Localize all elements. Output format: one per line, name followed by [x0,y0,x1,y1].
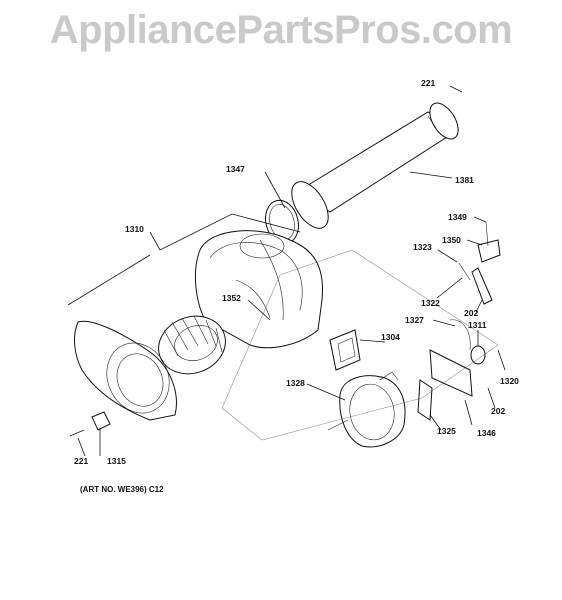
blower-cover[interactable] [74,320,181,423]
part-callouts: 221 1381 1347 1310 1349 1350 1323 1352 1… [74,78,519,466]
motor-platform-outline [221,249,499,441]
motor-pad[interactable] [329,329,361,371]
idler-pulley[interactable] [449,319,486,365]
callout-1310[interactable]: 1310 [125,224,144,234]
callout-1346[interactable]: 1346 [477,428,496,438]
callout-1315[interactable]: 1315 [107,456,126,466]
callout-1352[interactable]: 1352 [222,293,241,303]
blower-housing[interactable] [195,230,324,349]
callout-1304[interactable]: 1304 [381,332,400,342]
callout-1381[interactable]: 1381 [455,175,474,185]
exhaust-duct[interactable] [284,98,464,234]
callout-221-top[interactable]: 221 [421,78,435,88]
callout-1311[interactable]: 1311 [468,320,487,330]
leader-lines [67,85,506,457]
watermark-logo: AppliancePartsPros.com [49,8,513,52]
idler-pulley-assembly[interactable] [458,221,501,305]
callout-202-top[interactable]: 202 [464,308,478,318]
callout-1327[interactable]: 1327 [405,315,424,325]
drive-motor[interactable] [327,371,406,448]
motor-mount[interactable] [417,349,473,421]
callout-1350[interactable]: 1350 [442,235,461,245]
callout-1347[interactable]: 1347 [226,164,245,174]
thermistor[interactable] [91,411,111,431]
callout-221-bottom[interactable]: 221 [74,456,88,466]
callout-1349[interactable]: 1349 [448,212,467,222]
callout-1322[interactable]: 1322 [421,298,440,308]
callout-1328[interactable]: 1328 [286,378,305,388]
screw-221-bottom[interactable] [69,429,85,437]
callout-1325[interactable]: 1325 [437,426,456,436]
callout-202-bottom[interactable]: 202 [491,406,505,416]
art-number: (ART NO. WE396) C12 [80,485,164,494]
callout-1323[interactable]: 1323 [413,242,432,252]
callout-1320[interactable]: 1320 [500,376,519,386]
